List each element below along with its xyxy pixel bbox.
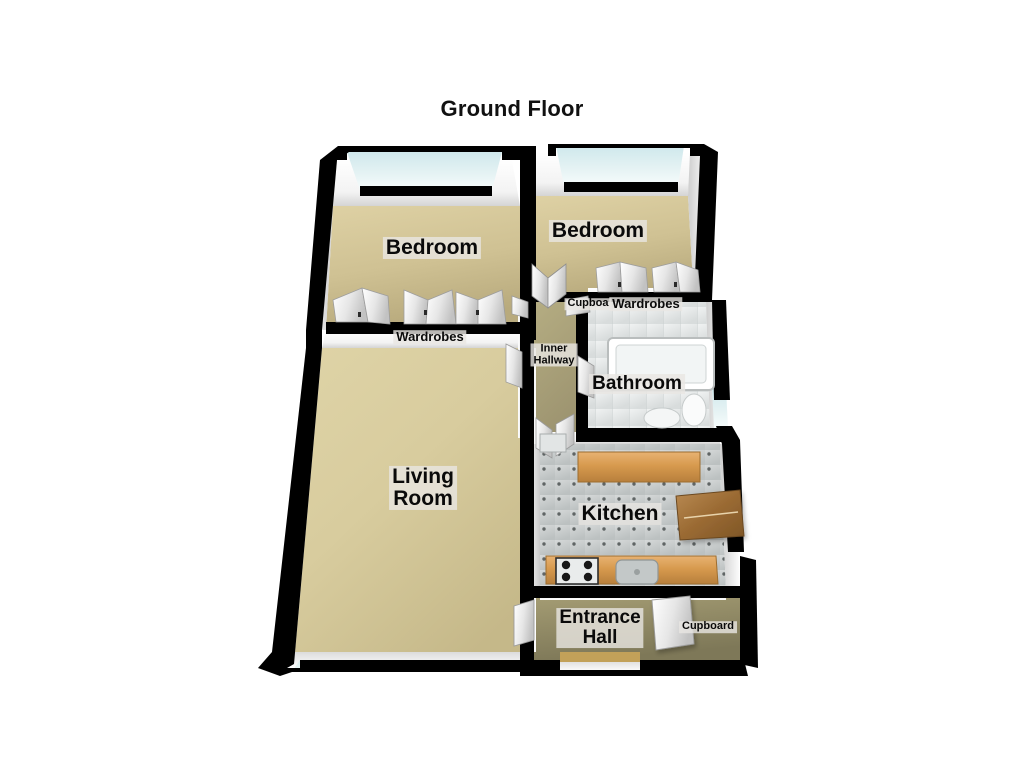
wardrobe-door-panel bbox=[675, 261, 701, 293]
partition-bedroom-living bbox=[326, 322, 520, 334]
kitchen-fixtures bbox=[539, 433, 719, 585]
window-sill-bedroom-left bbox=[360, 186, 492, 196]
floor-entrance-hall bbox=[524, 596, 744, 660]
window-bedroom-right bbox=[556, 146, 684, 186]
exterior-wall-top-right-head bbox=[548, 144, 704, 156]
bathtub-inner bbox=[615, 344, 707, 384]
toilet-cistern bbox=[643, 407, 681, 429]
wardrobe-handle bbox=[424, 310, 427, 315]
door-living-bottom bbox=[513, 599, 535, 647]
wardrobe-handle bbox=[358, 312, 361, 317]
door-living-room bbox=[505, 343, 523, 389]
exterior-wall-top-left bbox=[337, 146, 512, 160]
wardrobes-left-bedroom bbox=[332, 287, 507, 325]
wardrobe-handle bbox=[618, 282, 621, 287]
door-cupboard-entrance bbox=[651, 595, 695, 651]
wardrobe-door-panel bbox=[477, 289, 507, 325]
countertop-upper bbox=[577, 451, 701, 483]
wardrobe-door-panel bbox=[361, 287, 391, 325]
wardrobe-handle bbox=[674, 282, 677, 287]
floor-living-room bbox=[295, 348, 520, 652]
door-bedroom-right bbox=[565, 295, 591, 317]
wardrobe-handle bbox=[476, 310, 479, 315]
wash-basin bbox=[681, 393, 707, 427]
door-wood-grain bbox=[683, 511, 739, 519]
front-door-threshold bbox=[560, 652, 640, 662]
sink-drain bbox=[634, 569, 640, 575]
window-sill-bedroom-right bbox=[564, 182, 678, 192]
wardrobe-door-panel bbox=[619, 261, 649, 293]
wardrobes-right-bedroom bbox=[595, 261, 701, 293]
bathroom-fixtures bbox=[607, 337, 715, 429]
hob-burner bbox=[561, 560, 571, 570]
partition-living-right bbox=[520, 330, 534, 660]
door-bedroom-left bbox=[511, 295, 529, 319]
exterior-wall-left bbox=[258, 146, 352, 672]
partition-bathroom-kitchen bbox=[576, 428, 722, 442]
hob-burner bbox=[561, 572, 571, 582]
exterior-wall-right-mid bbox=[712, 300, 730, 400]
exterior-wall-right-upper bbox=[694, 144, 718, 300]
hob-burner bbox=[583, 560, 593, 570]
window-bedroom-left bbox=[347, 152, 502, 190]
fridge-unit bbox=[539, 433, 567, 453]
cupboard-door-hallway bbox=[547, 263, 567, 309]
hob-burner bbox=[583, 572, 593, 582]
exterior-wall-top-center bbox=[512, 146, 536, 340]
exterior-wall-bottom-entrance bbox=[520, 660, 748, 676]
partition-kitchen-entrance bbox=[528, 586, 744, 598]
exterior-wall-right-bottom bbox=[740, 556, 758, 668]
exterior-wall-bottom-living bbox=[258, 660, 520, 676]
page-title: Ground Floor bbox=[440, 96, 584, 121]
hob bbox=[555, 557, 599, 585]
floor-inner-hallway bbox=[528, 300, 585, 438]
